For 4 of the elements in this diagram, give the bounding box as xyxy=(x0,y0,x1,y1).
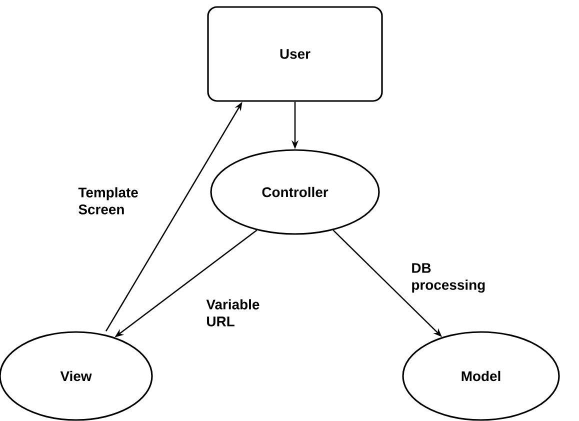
edge-label: DB processing xyxy=(412,263,485,293)
process-box: User xyxy=(207,6,383,102)
edge-label: Template Screen xyxy=(78,187,138,214)
edge-label: Variable URL xyxy=(206,299,260,326)
